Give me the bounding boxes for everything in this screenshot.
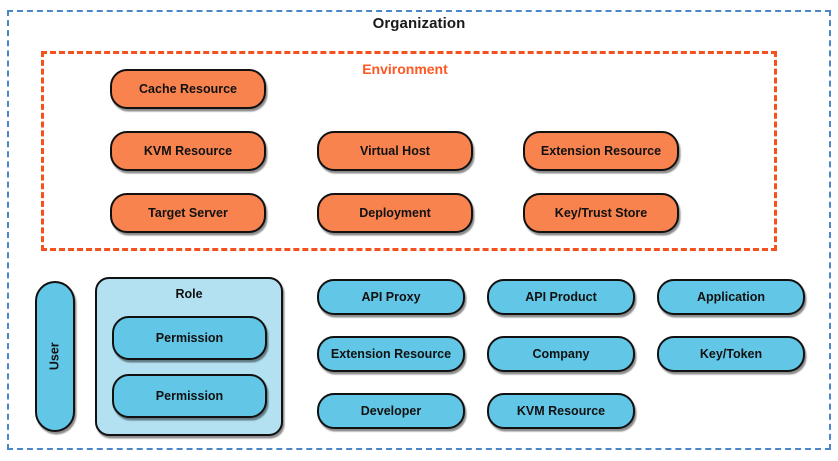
organization-node[interactable]: Developer [317,393,465,429]
environment-node[interactable]: Deployment [317,193,473,233]
organization-node[interactable]: API Product [487,279,635,315]
environment-node[interactable]: Target Server [110,193,266,233]
organization-node[interactable]: Application [657,279,805,315]
permission-node[interactable]: Permission [112,316,267,360]
organization-node[interactable]: Extension Resource [317,336,465,372]
organization-node[interactable]: Key/Token [657,336,805,372]
environment-node[interactable]: Key/Trust Store [523,193,679,233]
organization-title: Organization [372,15,466,32]
organization-node[interactable]: KVM Resource [487,393,635,429]
environment-node[interactable]: Extension Resource [523,131,679,171]
environment-title: Environment [362,61,448,77]
environment-boundary [41,51,777,251]
role-group-label: Role [175,287,203,301]
organization-boundary [7,10,831,450]
permission-node[interactable]: Permission [112,374,267,418]
user-node[interactable]: User [35,281,75,432]
organization-node[interactable]: API Proxy [317,279,465,315]
environment-node[interactable]: Virtual Host [317,131,473,171]
environment-node[interactable]: Cache Resource [110,69,266,109]
environment-node[interactable]: KVM Resource [110,131,266,171]
organization-node[interactable]: Company [487,336,635,372]
user-node-label: User [47,342,62,371]
